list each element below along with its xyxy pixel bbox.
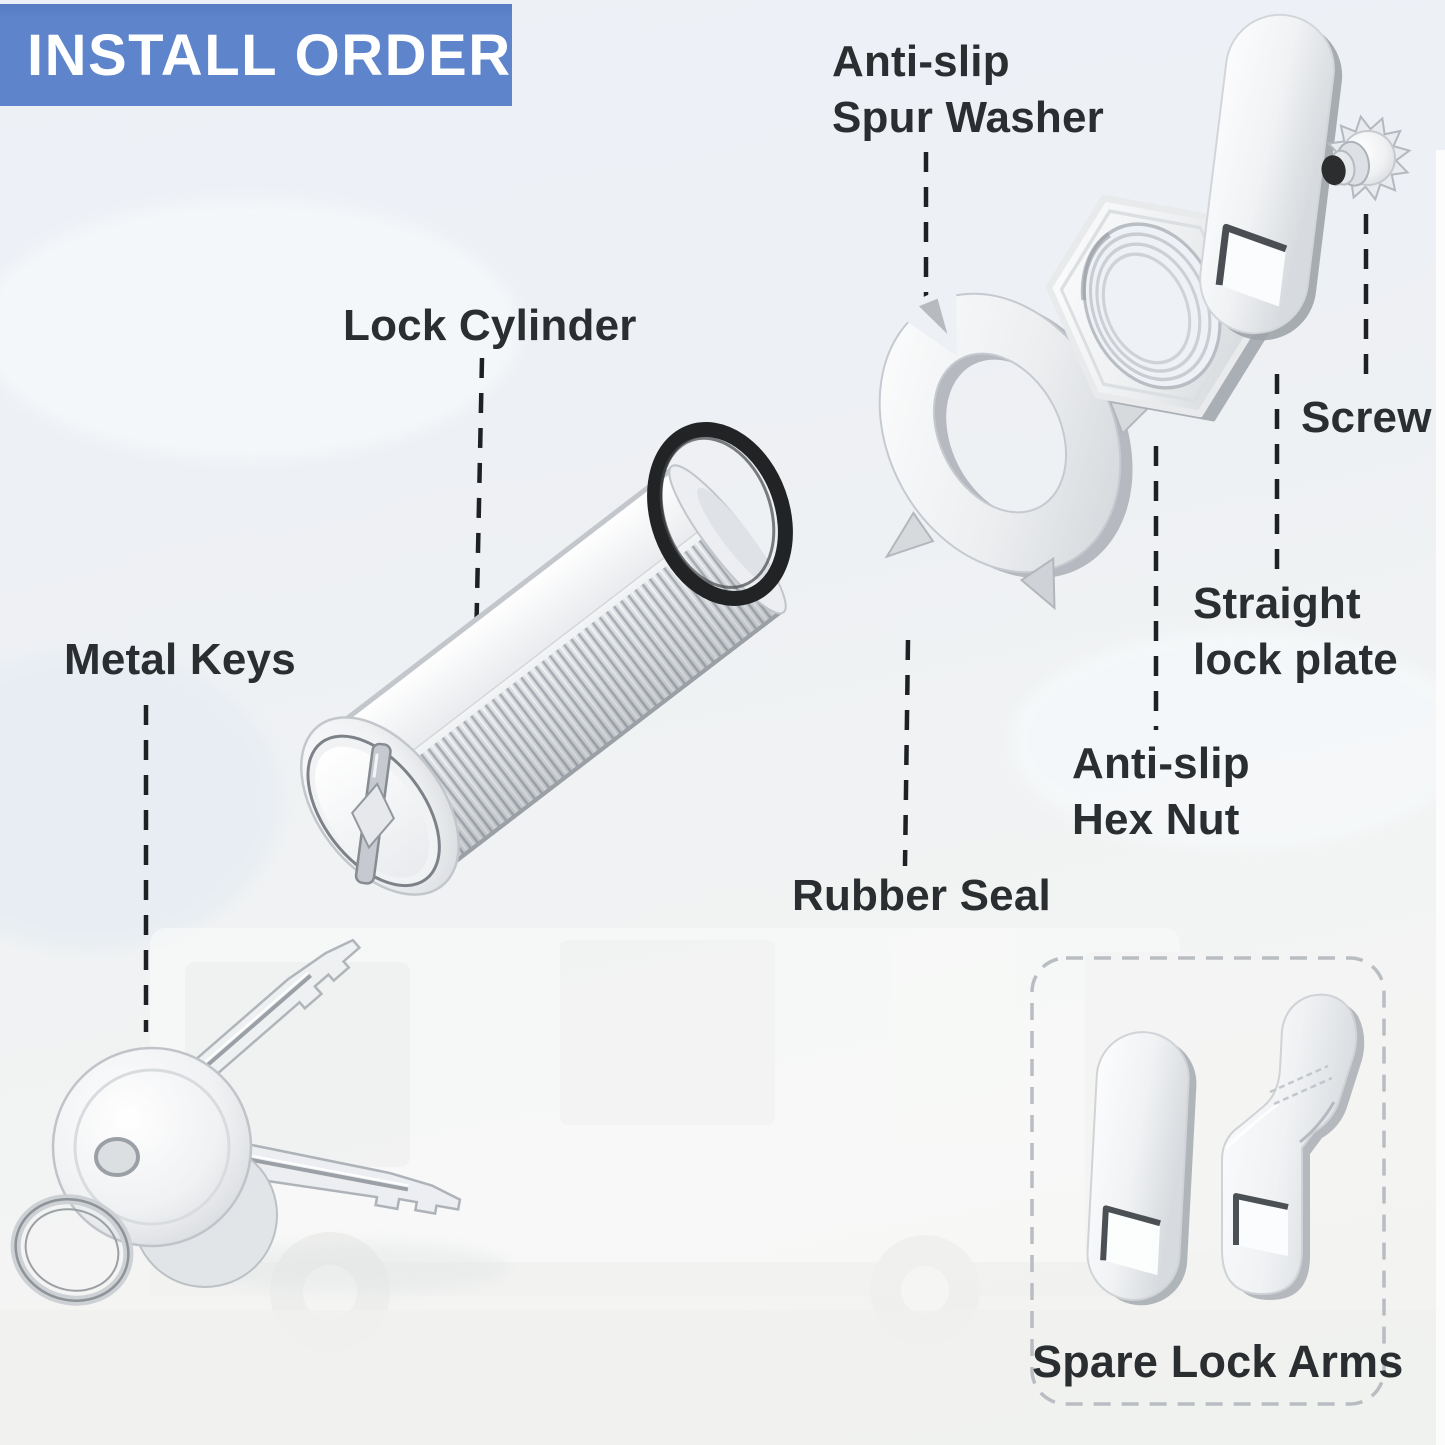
rv-window — [560, 940, 775, 1125]
spur-washer-tab-bottom — [1019, 556, 1056, 611]
spur-washer-illustration — [878, 282, 1160, 611]
spare-arm-face — [1221, 993, 1358, 1296]
lock-cylinder-illustration — [300, 464, 787, 896]
key-blade-lower — [231, 1140, 462, 1215]
label-anti-slip-hex-nut: Anti-slip Hex Nut — [1072, 736, 1250, 848]
cloud-shape — [0, 650, 280, 950]
spare-arm-fold-shadow — [1299, 1101, 1336, 1144]
key-blade-upper — [172, 938, 362, 1099]
label-line: Rubber Seal — [792, 871, 1051, 920]
keyhole — [351, 742, 396, 885]
label-lock-cylinder: Lock Cylinder — [343, 298, 637, 354]
spare-arm-offset — [1221, 993, 1365, 1300]
key-groove — [191, 973, 312, 1080]
key-ring — [10, 1194, 134, 1306]
spare-arm-hole — [1233, 1193, 1289, 1256]
screw-tip-black — [1321, 155, 1346, 186]
ground-band — [0, 1310, 1445, 1445]
label-line: Hex Nut — [1072, 795, 1240, 844]
spare-arm-hole — [1100, 1205, 1161, 1276]
spur-washer-spur — [918, 298, 948, 335]
cylinder-thread-shading — [374, 527, 783, 876]
hex-nut-thread — [1095, 242, 1202, 373]
cylinder-top-edge — [327, 466, 674, 734]
screw-illustration — [1321, 114, 1412, 202]
spur-washer-notch — [892, 282, 957, 357]
hex-nut-chamfer — [1059, 209, 1245, 403]
banner-title: INSTALL ORDER — [27, 22, 512, 88]
label-line: Metal Keys — [64, 635, 296, 684]
label-spare-lock-arms: Spare Lock Arms — [1032, 1334, 1403, 1390]
metal-keys-illustration — [10, 938, 510, 1306]
key-bow-front — [51, 1046, 253, 1248]
label-line: Straight — [1193, 579, 1361, 628]
label-metal-keys: Metal Keys — [64, 632, 296, 688]
label-line: Anti-slip — [832, 37, 1010, 86]
leader-lines — [143, 152, 1369, 1032]
cloud-shape — [1010, 630, 1445, 850]
label-line: Anti-slip — [1072, 739, 1250, 788]
leader-lock-cylinder — [473, 357, 485, 649]
key-bow-ring-line — [73, 1068, 231, 1226]
leader-rubber-seal — [902, 639, 911, 867]
spur-washer-ring — [878, 292, 1122, 574]
straight-lock-plate-illustration — [1199, 13, 1343, 341]
spare-arm-fold-highlight — [1224, 1102, 1279, 1150]
cloud-shape — [0, 200, 520, 460]
cylinder-bottom-edge — [437, 609, 783, 876]
label-straight-lock-plate: Straight lock plate — [1193, 576, 1398, 688]
o-ring — [647, 422, 793, 606]
label-line: Spare Lock Arms — [1032, 1336, 1404, 1387]
dashed-border — [1030, 956, 1386, 1406]
cylinder-rear-step — [697, 487, 776, 588]
right-edge-strip — [1436, 150, 1445, 1445]
rv-wheel-hub — [901, 1266, 949, 1314]
spare-lock-arms-box — [1030, 956, 1386, 1406]
key-groove — [247, 1157, 409, 1192]
spare-arm-straight — [1086, 1031, 1197, 1306]
spare-arm-engraving — [1269, 1064, 1333, 1106]
label-rubber-seal: Rubber Seal — [792, 868, 1051, 924]
keyhole-diamond — [351, 782, 396, 850]
label-line: Spur Washer — [832, 93, 1104, 142]
key-groove-highlight — [189, 971, 309, 1076]
lock-plate-hole — [1215, 223, 1288, 307]
label-line: Screw — [1301, 393, 1432, 442]
hex-nut-inner-shadow — [1080, 232, 1111, 301]
spur-washer-tab-left — [884, 511, 935, 559]
label-anti-slip-spur-washer: Anti-slip Spur Washer — [832, 34, 1104, 146]
label-line: Lock Cylinder — [343, 301, 637, 350]
label-line: lock plate — [1193, 635, 1398, 684]
key-groove-highlight — [248, 1154, 409, 1187]
hex-nut-thread — [1101, 252, 1192, 365]
key-bow-hole — [94, 1137, 140, 1177]
keyhole-highlight — [372, 753, 379, 778]
label-screw: Screw — [1301, 390, 1432, 446]
install-order-banner: INSTALL ORDER — [0, 4, 512, 106]
keys-shadow — [210, 1242, 510, 1294]
